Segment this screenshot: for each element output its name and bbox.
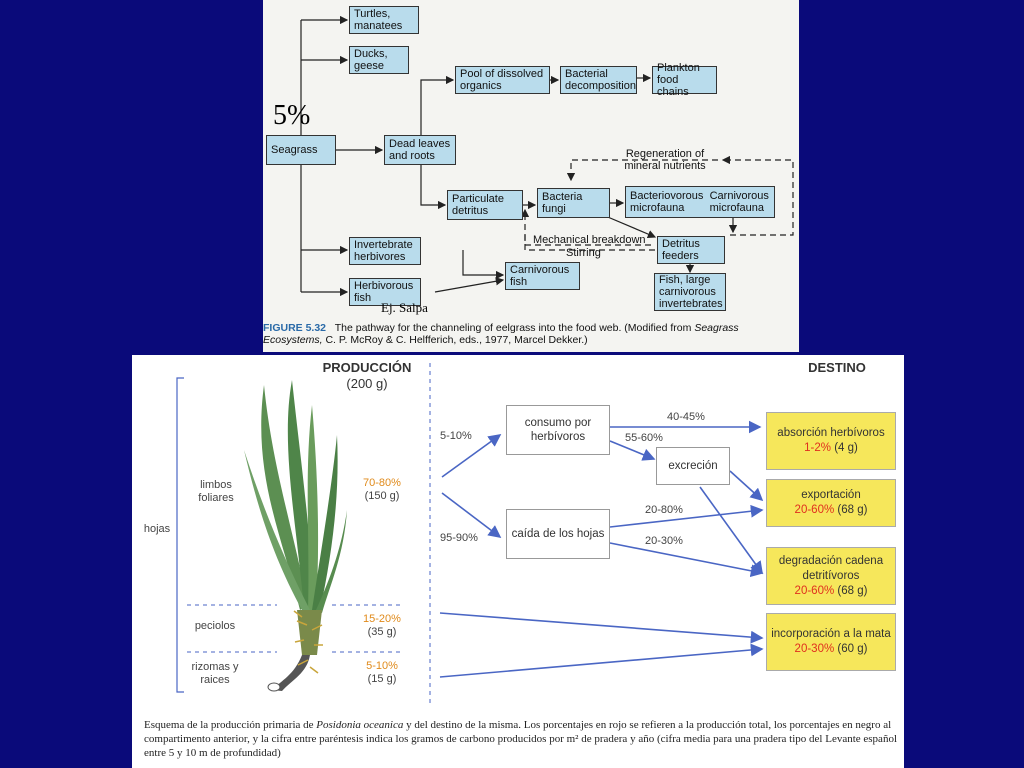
destiny-degradacion-name: degradación cadena detritívoros bbox=[778, 554, 884, 582]
production-rizomas-pct: 5-10% bbox=[366, 660, 398, 672]
destiny-incorporacion-grams: (60 g) bbox=[837, 643, 868, 655]
figure-caption-source: Seagrass Ecosystems, bbox=[263, 322, 739, 346]
label-peciolos: peciolos bbox=[194, 620, 236, 632]
box-consumo-herbivoros: consumo por herbívoros bbox=[506, 405, 610, 455]
destiny-absorcion-grams: (4 g) bbox=[834, 442, 858, 454]
caption-species: Posidonia oceanica bbox=[316, 719, 404, 731]
flow-label-to-caida: 95-90% bbox=[440, 532, 478, 544]
destiny-exportacion: exportación 20-60% (68 g) bbox=[766, 479, 896, 527]
production-rizomas-grams: (15 g) bbox=[367, 673, 397, 685]
box-pool-dissolved-organics: Pool of dissolved organics bbox=[455, 66, 550, 94]
box-excrecion: excreción bbox=[656, 447, 730, 485]
box-dead-leaves: Dead leaves and roots bbox=[384, 135, 456, 165]
production-peciolos: 15-20% (35 g) bbox=[352, 613, 412, 639]
posidonia-production-diagram: PRODUCCIÓN (200 g) DESTINO hojas limbos … bbox=[132, 355, 904, 768]
box-seagrass: Seagrass bbox=[266, 135, 336, 165]
caption-part1: Esquema de la producción primaria de bbox=[144, 719, 314, 731]
destiny-exportacion-pct: 20-60% bbox=[794, 504, 835, 516]
production-rizomas: 5-10% (15 g) bbox=[352, 660, 412, 686]
regeneration-label: Regeneration of mineral nutrients bbox=[624, 148, 706, 172]
figure-caption: FIGURE 5.32 The pathway for the channeli… bbox=[263, 322, 799, 346]
destiny-header: DESTINO bbox=[808, 360, 866, 375]
label-limbos-foliares: limbos foliares bbox=[198, 479, 234, 504]
destiny-incorporacion-name: incorporación a la mata bbox=[771, 628, 891, 640]
destiny-degradacion: degradación cadena detritívoros 20-60% (… bbox=[766, 547, 896, 605]
figure-caption-text: The pathway for the channeling of eelgra… bbox=[334, 322, 692, 334]
production-header: PRODUCCIÓN bbox=[322, 360, 412, 375]
box-herbivorous-fish: Herbivorous fish bbox=[349, 278, 421, 306]
figure-caption-source-rest: C. P. McRoy & C. Helfferich, eds., 1977,… bbox=[325, 334, 588, 346]
box-microfauna: Bacteriovorous microfauna Carnivorous mi… bbox=[625, 186, 775, 218]
flow-label-degrad: 20-30% bbox=[645, 535, 683, 547]
box-ducks-geese: Ducks, geese bbox=[349, 46, 409, 74]
figure-number: FIGURE 5.32 bbox=[263, 322, 327, 334]
box-bacterial-decomposition: Bacterial decomposition bbox=[560, 66, 637, 94]
box-fish-large-carnivorous: Fish, large carnivorous invertebrates bbox=[654, 273, 726, 311]
box-particulate-detritus: Particulate detritus bbox=[447, 190, 523, 220]
box-turtles-manatees: Turtles, manatees bbox=[349, 6, 419, 34]
food-web-connectors bbox=[300, 15, 794, 297]
production-limbos-pct: 70-80% bbox=[363, 477, 401, 489]
five-percent-annotation: 5% bbox=[273, 100, 311, 131]
box-carnivorous-fish: Carnivorous fish bbox=[505, 262, 580, 290]
destiny-incorporacion-pct: 20-30% bbox=[794, 643, 835, 655]
destiny-exportacion-grams: (68 g) bbox=[837, 504, 868, 516]
diagram-caption: Esquema de la producción primaria de Pos… bbox=[144, 718, 900, 760]
destiny-degradacion-pct: 20-60% bbox=[794, 584, 835, 597]
box-plankton-food-chains: Plankton food chains bbox=[652, 62, 717, 98]
production-peciolos-grams: (35 g) bbox=[367, 626, 397, 638]
destiny-degradacion-grams: (68 g) bbox=[837, 584, 868, 597]
box-detritus-feeders: Detritus feeders bbox=[657, 236, 725, 264]
stirring-label: Stirring bbox=[566, 247, 601, 259]
production-limbos-grams: (150 g) bbox=[364, 490, 400, 502]
destiny-absorcion-pct: 1-2% bbox=[804, 442, 831, 454]
bacteriovorous-microfauna-label: Bacteriovorous microfauna bbox=[630, 190, 704, 214]
box-bacteria-fungi: Bacteria fungi bbox=[537, 188, 610, 218]
production-amount: (200 g) bbox=[346, 376, 388, 391]
production-peciolos-pct: 15-20% bbox=[363, 613, 401, 625]
salpa-annotation: Ej. Salpa bbox=[381, 300, 428, 315]
flow-label-excrecion: 55-60% bbox=[625, 432, 663, 444]
posidonia-plant-illustration bbox=[244, 380, 347, 692]
label-rizomas: rizomas y raices bbox=[191, 661, 239, 686]
carnivorous-microfauna-label: Carnivorous microfauna bbox=[709, 190, 769, 214]
production-diagram-graphics bbox=[176, 363, 764, 707]
destiny-incorporacion: incorporación a la mata 20-30% (60 g) bbox=[766, 613, 896, 671]
destiny-absorcion-name: absorción herbívoros bbox=[777, 427, 885, 439]
eelgrass-food-web-figure: Turtles, manatees Ducks, geese Seagrass … bbox=[263, 0, 799, 352]
caption-part2: y del destino de la misma. Los porcentaj… bbox=[144, 719, 897, 759]
box-caida-hojas: caída de los hojas bbox=[506, 509, 610, 559]
flow-label-export: 20-80% bbox=[645, 504, 683, 516]
destiny-absorcion: absorción herbívoros 1-2% (4 g) bbox=[766, 412, 896, 470]
box-invertebrate-herbivores: Invertebrate herbivores bbox=[349, 237, 421, 265]
flow-label-to-consumo: 5-10% bbox=[440, 430, 472, 442]
mechanical-breakdown-label: Mechanical breakdown bbox=[533, 234, 646, 246]
flow-label-absorcion: 40-45% bbox=[667, 411, 705, 423]
destiny-exportacion-name: exportación bbox=[801, 489, 861, 501]
production-limbos: 70-80% (150 g) bbox=[352, 477, 412, 503]
label-hojas: hojas bbox=[143, 523, 171, 535]
